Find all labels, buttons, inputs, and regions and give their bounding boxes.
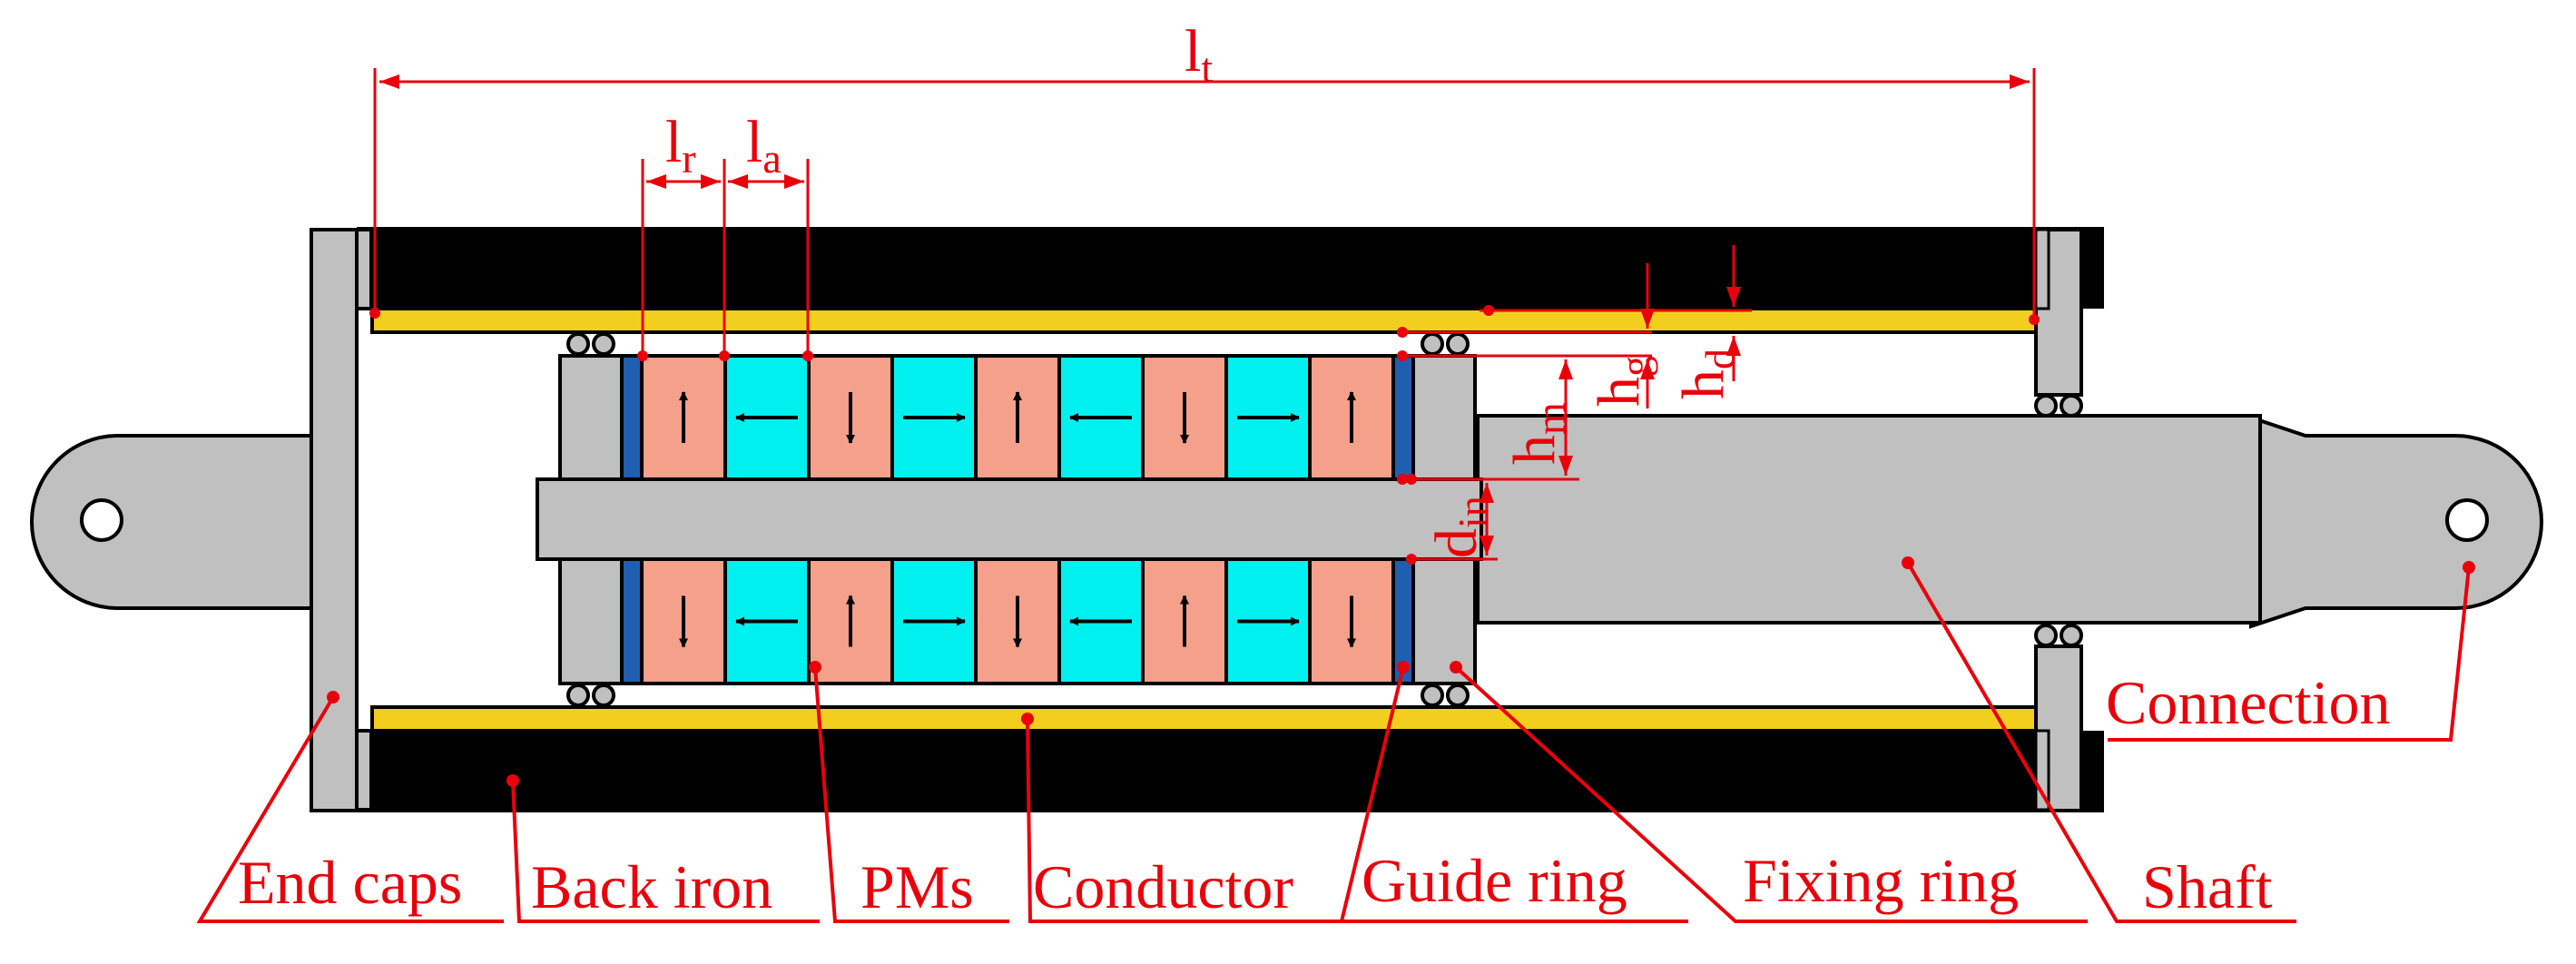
right-end-cap-bottom	[2034, 644, 2083, 812]
label-fixing-ring: Fixing ring	[1450, 661, 2088, 923]
label-back-iron: Back iron	[506, 774, 820, 923]
left-end-cap-lip-bottom	[355, 729, 373, 812]
hg-main: h	[1586, 377, 1652, 407]
hd-sub: d	[1696, 349, 1743, 369]
svg-text:lr: lr	[665, 109, 696, 182]
din-main: d	[1423, 528, 1490, 558]
left-end-cap-lip-top	[355, 228, 373, 310]
svg-text:hm: hm	[1501, 402, 1574, 465]
label-end-caps: End caps	[196, 691, 504, 923]
fixing-ring-label: Fixing ring	[1743, 846, 2019, 915]
pm-bottom-9	[1308, 557, 1395, 685]
right-end-cap-lip-top	[2034, 228, 2050, 310]
svg-text:lt: lt	[1185, 18, 1213, 91]
fixing-ring-right-top	[1411, 354, 1477, 481]
label-shaft: Shaft	[1902, 556, 2296, 923]
fixing-ring-left-top	[558, 354, 624, 481]
right-lug-hole	[2445, 498, 2489, 542]
dimension-hm-hg-hd: hm hg hd	[1397, 245, 1752, 485]
dimension-lr-la: lr la	[637, 109, 813, 361]
svg-text:din: din	[1423, 496, 1496, 558]
hm-sub: m	[1528, 402, 1574, 435]
hg-sub: g	[1612, 356, 1658, 377]
back-iron-bottom	[357, 731, 2104, 812]
conductor-top	[370, 307, 2044, 334]
connection-label: Connection	[2106, 668, 2391, 737]
left-end-cap	[310, 228, 359, 812]
guide-ring-balls	[566, 332, 2083, 707]
dimension-lt: lt	[369, 18, 2040, 325]
label-connection: Connection	[2106, 561, 2475, 742]
hd-main: h	[1670, 369, 1736, 399]
left-connection-lug	[30, 434, 315, 610]
label-conductor: Conductor	[1021, 713, 1343, 923]
pms-label: PMs	[860, 852, 974, 921]
shaft-label: Shaft	[2142, 852, 2273, 921]
fixing-ring-right-bottom	[1411, 557, 1477, 685]
svg-text:la: la	[746, 109, 782, 182]
shaft-inner	[536, 477, 1483, 561]
hm-main: h	[1501, 435, 1568, 465]
lr-main: l	[665, 109, 682, 175]
la-main: l	[746, 109, 762, 175]
blue-ring-left-top	[620, 354, 644, 481]
la-sub: a	[762, 135, 781, 182]
blue-ring-right-top	[1391, 354, 1415, 481]
lt-sub: t	[1201, 44, 1213, 91]
label-guide-ring: Guide ring	[1339, 661, 1688, 923]
blue-ring-left-bottom	[620, 557, 644, 685]
end-caps-label: End caps	[238, 848, 462, 917]
permanent-magnets	[640, 354, 1395, 685]
fixing-ring-left-bottom	[558, 557, 624, 685]
lt-main: l	[1185, 18, 1201, 84]
dimension-din: din	[1406, 474, 1498, 565]
lr-sub: r	[682, 135, 695, 182]
svg-text:hd: hd	[1670, 349, 1743, 399]
right-connection-lug	[2249, 415, 2543, 629]
label-pms: PMs	[809, 661, 1009, 923]
left-lug-hole	[80, 498, 123, 542]
svg-text:hg: hg	[1586, 356, 1658, 407]
back-iron-label: Back iron	[531, 852, 772, 921]
conductor-label: Conductor	[1033, 852, 1293, 921]
conductor-bottom	[370, 705, 2044, 733]
din-sub: in	[1450, 496, 1496, 528]
guide-ring-label: Guide ring	[1362, 846, 1627, 915]
back-iron-top	[357, 227, 2104, 309]
shaft-large	[1476, 414, 2262, 625]
